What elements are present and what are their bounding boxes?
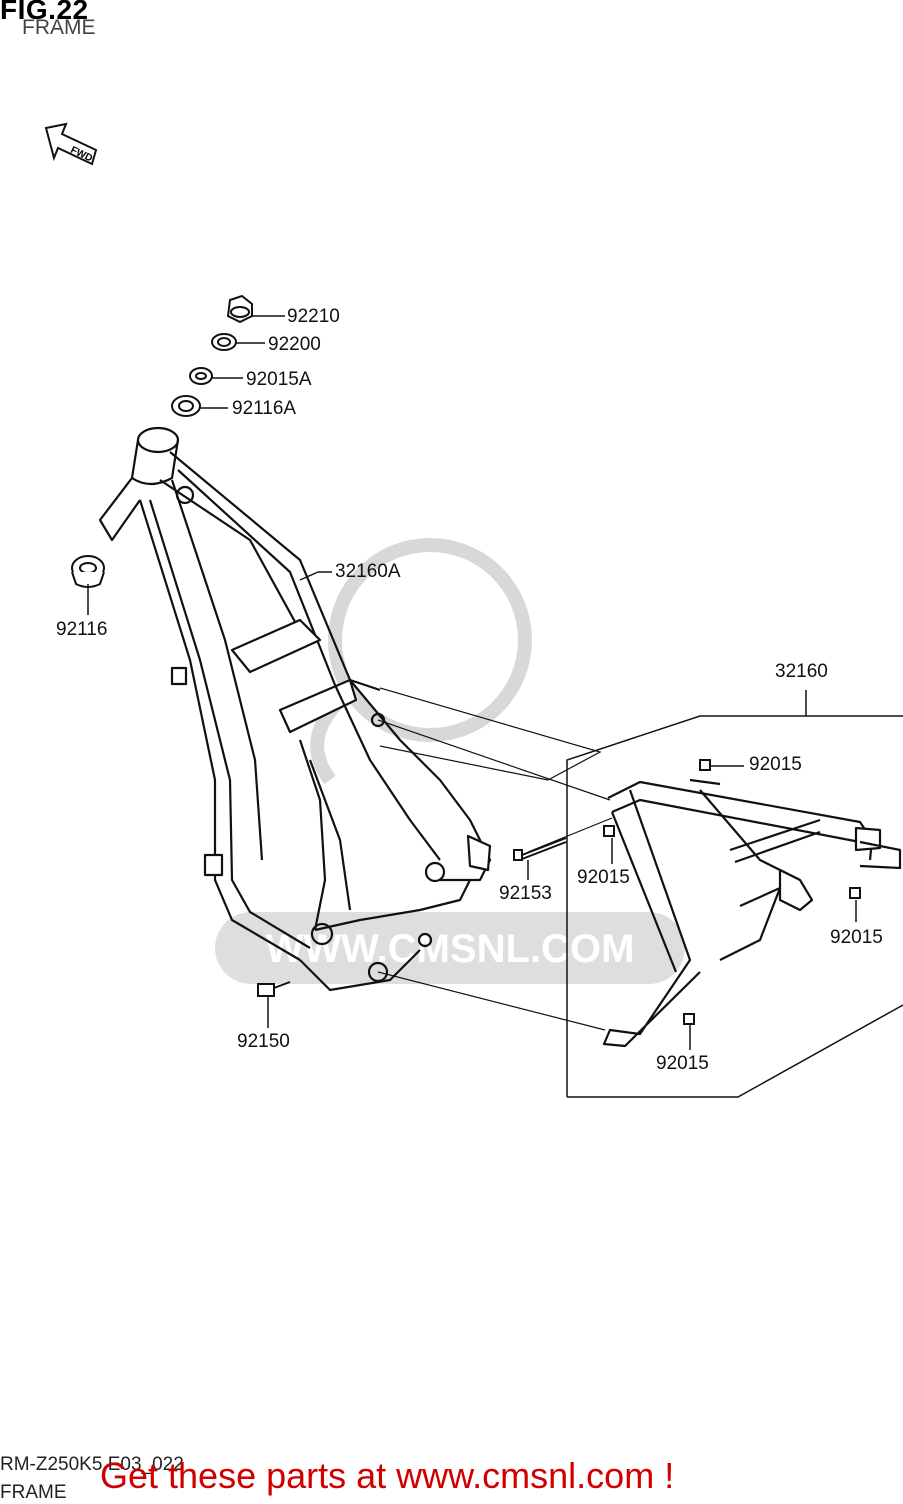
figure-subtitle: FRAME bbox=[22, 16, 96, 39]
callout-92015-bottom: 92015 bbox=[656, 1053, 709, 1074]
callout-92015-top: 92015 bbox=[749, 754, 802, 775]
figure-title: FIG.22 bbox=[0, 0, 89, 25]
callout-32160A: 32160A bbox=[335, 561, 401, 582]
callout-92116: 92116 bbox=[56, 619, 108, 640]
promo-link[interactable]: Get these parts at www.cmsnl.com ! bbox=[100, 1455, 675, 1496]
washer-92200-part bbox=[211, 333, 237, 351]
group-bracket-32160 bbox=[566, 690, 903, 1098]
bolt-92150-part bbox=[257, 981, 291, 997]
bolts-92015-parts bbox=[603, 759, 861, 1025]
nut-92210-part bbox=[226, 294, 253, 324]
diagram-code: RM-Z250K5 E03_022 bbox=[0, 1454, 184, 1475]
callout-32160: 32160 bbox=[775, 661, 828, 682]
bearing-92015A-part bbox=[189, 367, 213, 385]
callout-92015-right: 92015 bbox=[830, 927, 883, 948]
subframe-32160 bbox=[602, 778, 902, 1048]
seal-92116-part bbox=[71, 555, 105, 588]
watermark-text: WWW.CMSNL.COM bbox=[266, 927, 635, 971]
callout-92150: 92150 bbox=[237, 1031, 290, 1052]
seal-92116A-part bbox=[171, 395, 201, 417]
callout-92015A: 92015A bbox=[246, 369, 312, 390]
callout-92153: 92153 bbox=[499, 883, 552, 904]
callout-92200: 92200 bbox=[268, 334, 321, 355]
callout-92015-mid: 92015 bbox=[577, 867, 630, 888]
bolt-92153-part bbox=[513, 837, 567, 861]
watermark-text-bar: WWW.CMSNL.COM bbox=[215, 912, 685, 984]
fwd-arrow-icon: FWD bbox=[44, 122, 98, 166]
main-frame-32160A bbox=[98, 426, 492, 992]
footer-frame-label: FRAME bbox=[0, 1482, 67, 1503]
callout-92116A: 92116A bbox=[232, 398, 297, 419]
callout-92210: 92210 bbox=[287, 306, 340, 327]
